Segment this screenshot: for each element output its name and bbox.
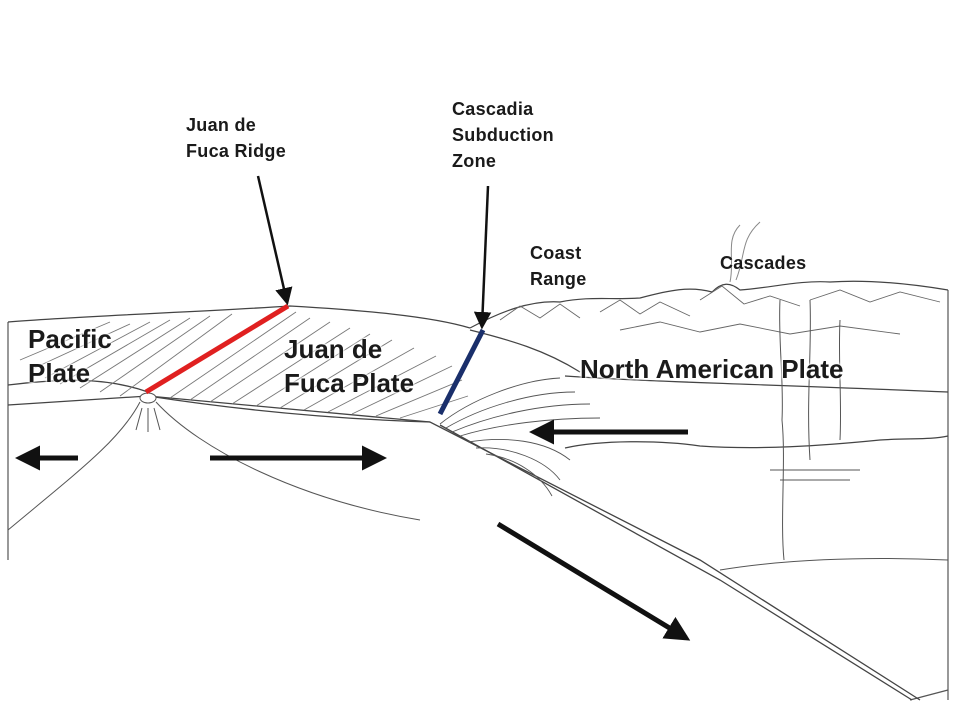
volcanic-plumbing (719, 299, 949, 571)
cascadia-subduction-line (437, 328, 486, 416)
ridge-magma (7, 392, 421, 531)
volcano-plume (729, 221, 761, 283)
cascades-label: Cascades (720, 253, 807, 273)
juan-de-fuca-ridge-label: Juan de Fuca Ridge (186, 115, 287, 161)
mountain-sketch (499, 285, 941, 335)
oceanic-crust (7, 305, 921, 701)
north-american-plate-label: North American Plate (580, 354, 844, 384)
plate-hatching (19, 311, 469, 419)
pacific-plate-label: Pacific Plate (28, 324, 112, 388)
juan-de-fuca-ridge-line (144, 303, 290, 395)
accretionary-wedge (439, 377, 601, 497)
subduction-motion-arrow-icon (496, 521, 691, 641)
subduction-leader-arrow-icon (473, 185, 492, 330)
ridge-leader-arrow-icon (256, 175, 293, 306)
coast-range-label: Coast Range (530, 243, 587, 289)
juan-de-fuca-plate-label: Juan de Fuca Plate (284, 334, 415, 398)
cascadia-subduction-zone-label: Cascadia Subduction Zone (452, 99, 554, 171)
